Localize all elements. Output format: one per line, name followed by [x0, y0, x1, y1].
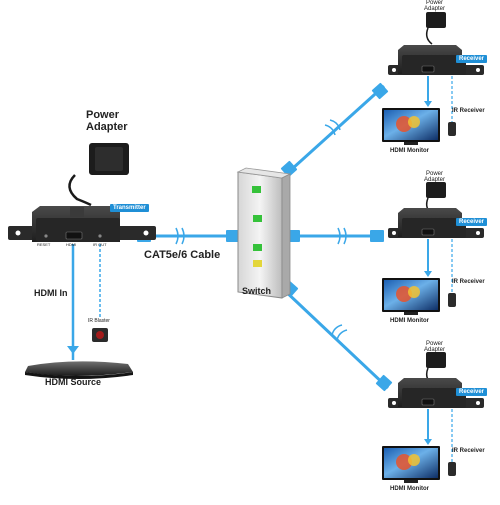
hdmi-monitor — [382, 446, 440, 483]
ir-blaster-label: IR Blaster — [88, 318, 110, 324]
hdmi-monitor — [382, 108, 440, 145]
transmitter-unit — [8, 206, 156, 242]
cable-switch-receiver-1 — [280, 82, 389, 180]
hdmi-in-label: HDMI In — [34, 288, 68, 298]
receiver-power-adapter — [425, 12, 446, 45]
cable-label: CAT5e/6 Cable — [144, 249, 221, 261]
ir-receiver-label: IR Receiver — [452, 108, 485, 114]
receiver-tag: Receiver — [456, 55, 488, 63]
receiver-unit — [388, 378, 484, 408]
receiver-power-adapter-label: Power Adapter — [424, 0, 446, 13]
ir-receiver-label: IR Receiver — [452, 279, 485, 285]
ir-receiver-icon — [448, 293, 456, 307]
cable-switch-receiver-3 — [280, 280, 393, 392]
transmitter-port-reset-label: RESET — [37, 242, 51, 247]
ir-receiver-icon — [448, 462, 456, 476]
transmitter-port-hdmi-label: HDMI — [66, 242, 77, 247]
receiver-hdmi-out-arrow — [424, 239, 432, 277]
transmitter-power-adapter — [68, 143, 129, 207]
source-device — [25, 244, 133, 379]
receiver-power-adapter-label: Power Adapter — [424, 171, 446, 184]
receiver-1 — [382, 12, 484, 145]
hdmi-monitor-label: HDMI Monitor — [390, 318, 429, 324]
switch-label: Switch — [242, 286, 272, 296]
transmitter-port-ir-label: IR OUT — [93, 242, 107, 247]
hdmi-monitor — [382, 278, 440, 315]
ir-receiver-label: IR Receiver — [452, 448, 485, 454]
receiver-unit — [388, 208, 484, 238]
receiver-hdmi-out-arrow — [424, 76, 432, 107]
receiver-tag: Receiver — [456, 218, 488, 226]
receiver-hdmi-out-arrow — [424, 409, 432, 445]
receiver-tag: Receiver — [456, 388, 488, 396]
receiver-power-adapter-label: Power Adapter — [424, 341, 446, 354]
transmitter-power-adapter-label: Power Adapter — [86, 109, 128, 133]
hdmi-source-label: HDMI Source — [45, 377, 102, 387]
transmitter-tag: Transmitter — [110, 204, 149, 212]
network-switch — [236, 167, 292, 299]
receiver-2 — [382, 182, 484, 315]
hdmi-monitor-label: HDMI Monitor — [390, 148, 429, 154]
receiver-unit — [388, 45, 484, 75]
hdmi-monitor-label: HDMI Monitor — [390, 486, 429, 492]
receiver-3 — [382, 352, 484, 483]
ir-receiver-icon — [448, 122, 456, 136]
cable-switch-receiver-2 — [284, 227, 384, 245]
